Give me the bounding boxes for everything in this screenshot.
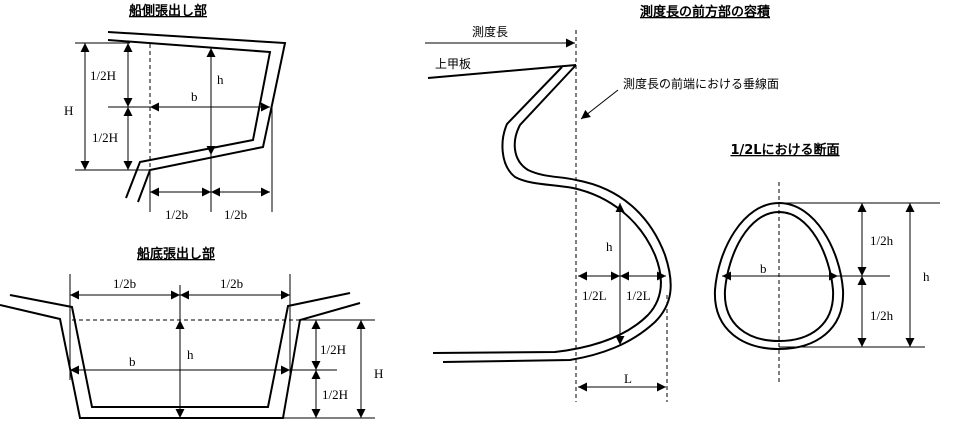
label-half-H: 1/2H bbox=[322, 387, 348, 402]
label-half-h: 1/2h bbox=[870, 233, 894, 248]
label-half-b: 1/2b bbox=[165, 207, 188, 222]
label-half-b: 1/2b bbox=[220, 276, 243, 291]
label-H: H bbox=[374, 366, 383, 381]
label-half-L: 1/2L bbox=[626, 288, 651, 303]
label-half-h: 1/2h bbox=[870, 308, 894, 323]
label-b: b bbox=[191, 89, 198, 104]
label-h: h bbox=[187, 347, 194, 362]
label-half-H: 1/2H bbox=[90, 68, 116, 83]
forward-volume-figure: 測度長の前方部の容積 測度長 上甲板 測度長の前端における垂線面 h 1/2L … bbox=[425, 4, 779, 402]
label-h: h bbox=[217, 72, 224, 87]
label-b: b bbox=[129, 354, 136, 369]
bow-line-inner bbox=[432, 66, 662, 354]
label-h: h bbox=[923, 269, 930, 284]
label-half-H: 1/2H bbox=[92, 130, 118, 145]
label-L: L bbox=[624, 371, 632, 386]
label-half-H: 1/2H bbox=[320, 342, 346, 357]
section-figure: 1/2Lにおける断面 b 1/2h 1/2h h bbox=[713, 142, 940, 382]
side-bulge-title: 船側張出し部 bbox=[129, 3, 207, 19]
bottom-hull-outer bbox=[0, 302, 361, 419]
forward-volume-title: 測度長の前方部の容積 bbox=[640, 4, 771, 20]
measured-length-label: 測度長 bbox=[472, 24, 508, 39]
label-h: h bbox=[606, 239, 613, 254]
label-half-b: 1/2b bbox=[224, 207, 247, 222]
perpendicular-note: 測度長の前端における垂線面 bbox=[623, 76, 779, 91]
section-outer bbox=[713, 201, 845, 351]
label-half-b: 1/2b bbox=[113, 276, 136, 291]
section-inner bbox=[723, 210, 835, 343]
side-hull-outer bbox=[107, 31, 287, 203]
label-H: H bbox=[64, 103, 73, 118]
upper-deck-label: 上甲板 bbox=[435, 57, 471, 71]
label-b: b bbox=[760, 261, 767, 276]
bottom-bulge-title: 船底張出し部 bbox=[137, 246, 215, 262]
side-bulge-figure: 船側張出し部 1/2H 1/2H H h b 1/2b 1/2b bbox=[64, 3, 287, 222]
label-half-L: 1/2L bbox=[582, 288, 607, 303]
upper-deck-line bbox=[427, 64, 577, 79]
bottom-bulge-figure: 船底張出し部 1/2b 1/2b h b 1/2H 1/2H H bbox=[0, 246, 383, 419]
section-title: 1/2Lにおける断面 bbox=[730, 142, 839, 158]
bow-line-outer bbox=[442, 64, 672, 363]
leader-arrow bbox=[580, 89, 619, 120]
side-hull-inner bbox=[107, 39, 272, 199]
